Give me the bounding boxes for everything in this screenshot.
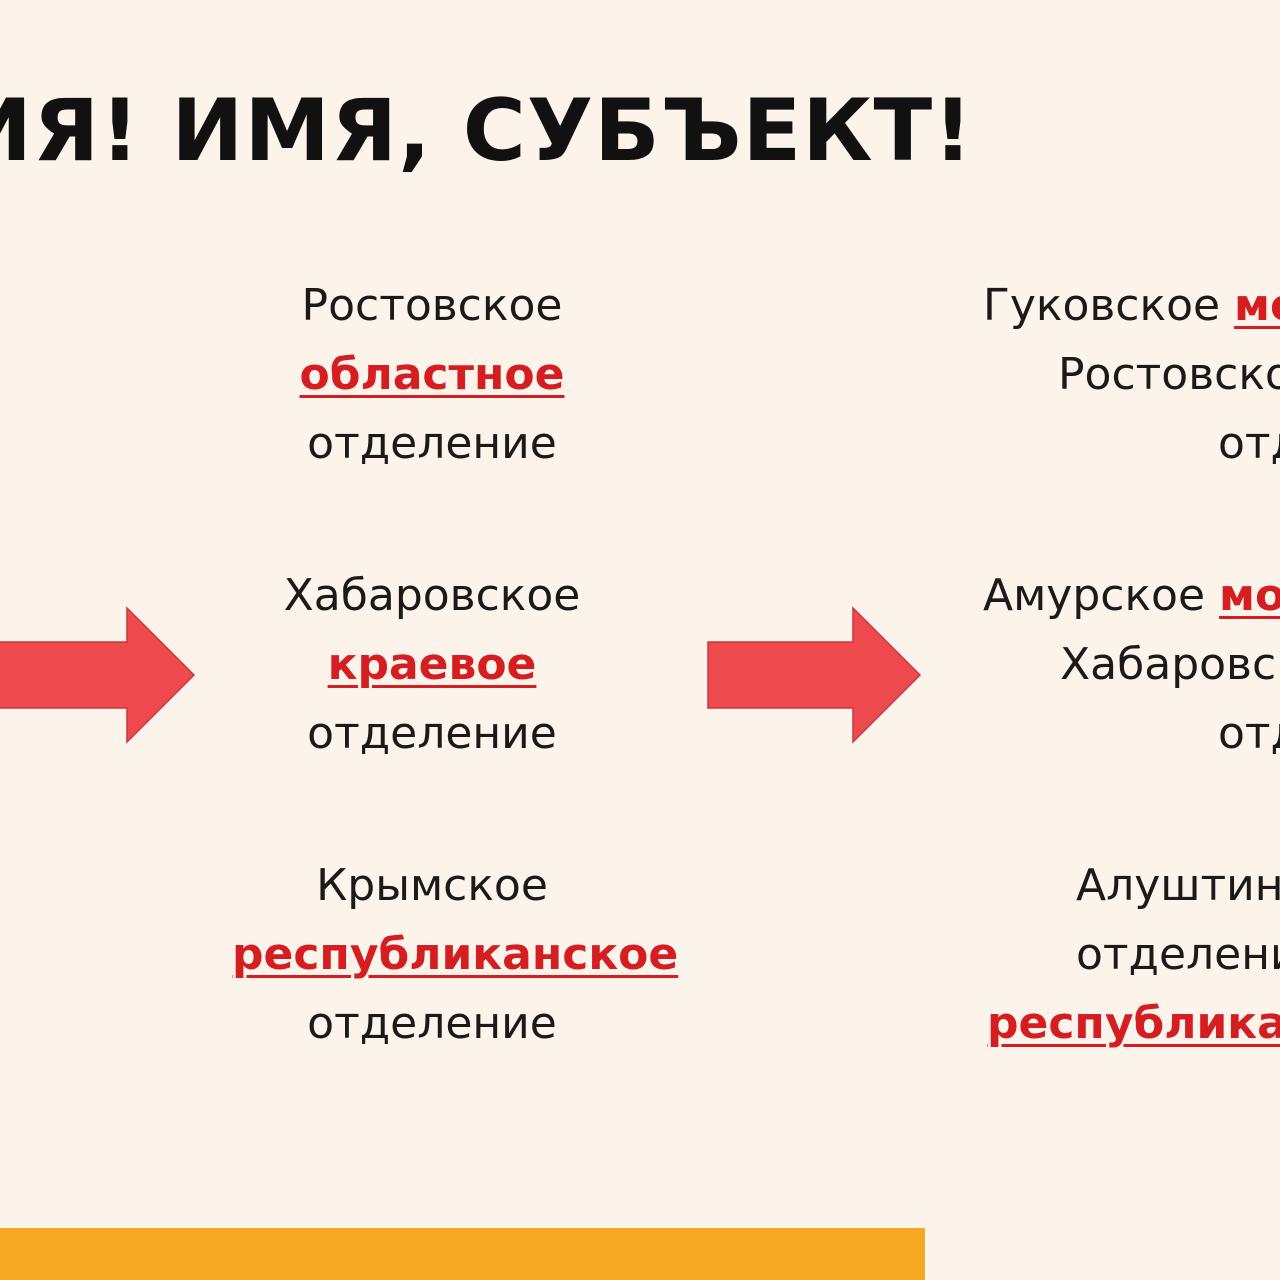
item-suffix: отделение [307, 418, 557, 469]
center-item-crimea: Крымское республиканское отделение [232, 851, 678, 1058]
item-name: Гуковское [983, 280, 1235, 331]
center-item-rostov: Ростовское областное отделение [232, 271, 632, 478]
right-item-gukovo: Гуковское мо Ростовско отд [965, 271, 1280, 478]
item-suffix: отделение [307, 998, 557, 1049]
item-region: Хабаровс [1060, 639, 1277, 690]
item-suffix: отд [1218, 708, 1280, 759]
center-item-khabarovsk: Хабаровское краевое отделение [232, 561, 632, 768]
page-title: ИЯ! ИМЯ, СУБЪЕКТ! [0, 81, 974, 181]
item-highlight: мо [1219, 570, 1280, 621]
item-highlight: республикан [987, 998, 1280, 1049]
item-name: Амурское [983, 570, 1220, 621]
item-suffix: отд [1218, 418, 1280, 469]
item-highlight: краевое [327, 639, 537, 690]
item-region: отделени [1076, 929, 1280, 980]
arrow-right-icon [707, 606, 922, 744]
arrow-left-icon [0, 606, 196, 744]
footer-accent-bar [0, 1228, 925, 1280]
item-region: Ростовско [1058, 349, 1280, 400]
item-suffix: отделение [307, 708, 557, 759]
item-highlight: областное [299, 349, 565, 400]
item-name: Хабаровское [283, 570, 581, 621]
item-highlight: республиканское [232, 929, 679, 980]
item-name: Алуштин [1076, 860, 1280, 911]
item-name: Крымское [316, 860, 548, 911]
right-item-alushta: Алуштин отделени республикан [965, 851, 1280, 1058]
item-highlight: мо [1234, 280, 1280, 331]
item-name: Ростовское [301, 280, 563, 331]
right-item-amur: Амурское мо Хабаровс отд [965, 561, 1280, 768]
